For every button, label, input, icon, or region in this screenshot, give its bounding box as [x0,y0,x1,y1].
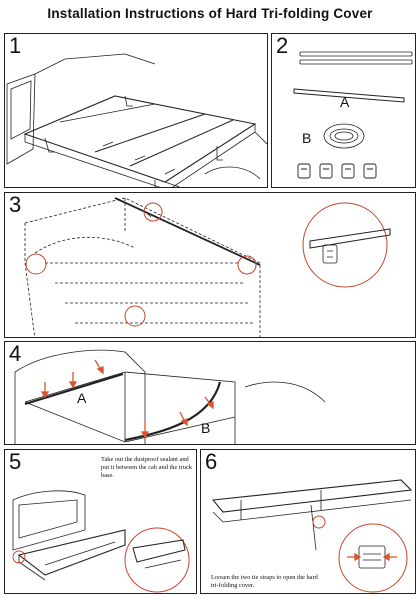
step-5-number: 5 [9,449,22,474]
step-4-illustration [14,349,326,444]
step-3-panel: 3 [4,192,416,338]
step-5-note: Take out the dustproof sealant and put i… [101,456,193,479]
part-label-b: B [302,130,312,146]
clamp-icon [297,163,377,179]
seal-label-a: A [77,390,87,406]
step-6-illustration [211,479,413,593]
step-6-panel: 6 Loosen the two tie straps to open the … [200,449,416,594]
page-title: Installation Instructions of Hard Tri-fo… [47,6,373,21]
step-2-panel: 2 A B [271,33,416,188]
step-3-number: 3 [9,192,22,217]
step-4-panel: 4 A B [4,341,416,445]
step-2-number: 2 [276,33,289,58]
step-1-panel: 1 [4,33,268,188]
step-5-illustration [12,490,190,593]
part-label-a: A [340,94,350,110]
step-2-illustration [293,51,413,179]
seal-label-b: B [201,420,211,436]
step-6-note: Loosen the two tie straps to open the ha… [211,574,318,589]
step-5-panel: 5 Take out the dustproof sealant and put… [4,449,197,594]
step-4-number: 4 [9,341,22,366]
step-3-illustration [24,197,391,337]
step-1-illustration [6,53,267,187]
step-6-number: 6 [205,449,218,474]
step-1-number: 1 [9,33,22,58]
